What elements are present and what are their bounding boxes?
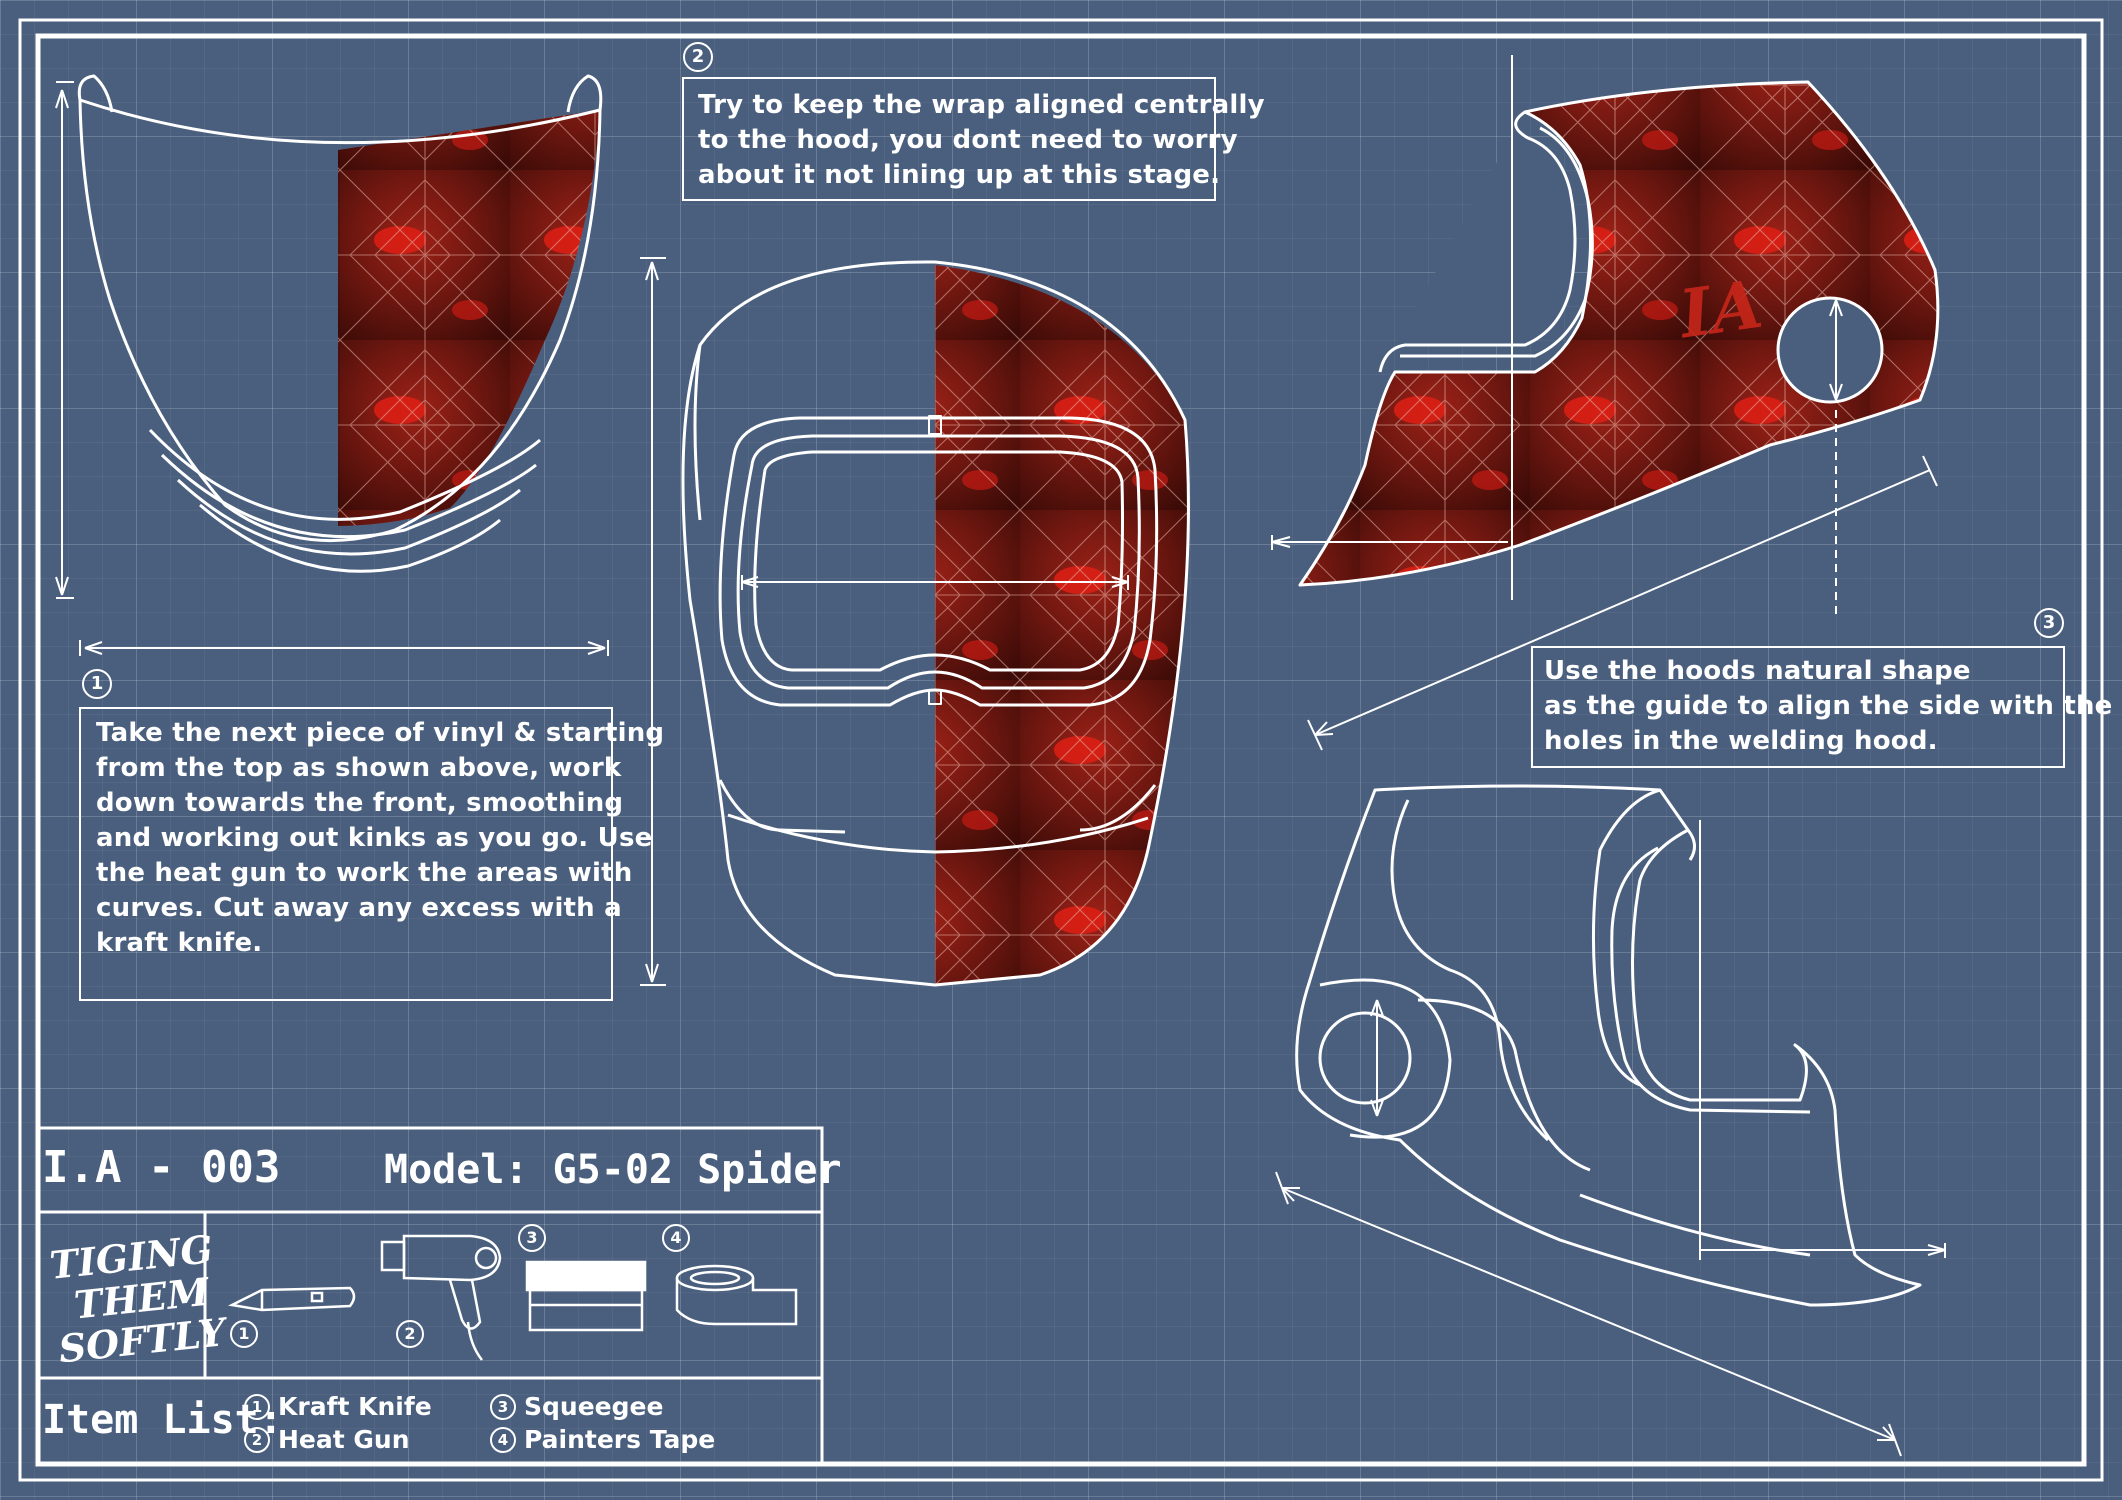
side-wrap bbox=[1298, 80, 1940, 587]
dimension-lines-center bbox=[640, 257, 1129, 986]
note-line: Take the next piece of vinyl & starting bbox=[96, 718, 665, 748]
kraft-knife-icon bbox=[228, 1286, 356, 1312]
hood-side-view-wrapped bbox=[1298, 80, 1940, 587]
side-hole bbox=[1776, 296, 1884, 404]
note-step3-box bbox=[1531, 646, 2065, 768]
tool-number-3: 3 bbox=[518, 1224, 546, 1252]
brand-logo: TIGING THEM SOFTLY bbox=[48, 1226, 228, 1371]
note-step2-box bbox=[682, 77, 1216, 201]
note-line: and working out kinks as you go. Use bbox=[96, 823, 653, 853]
front-wrap-half bbox=[935, 265, 1189, 985]
step2-number: 2 bbox=[683, 42, 713, 72]
title-block-frame bbox=[38, 1126, 824, 1464]
hood-side-view-outline bbox=[1295, 784, 1922, 1307]
squeegee-icon bbox=[525, 1260, 647, 1332]
note-line: as the guide to align the side with the bbox=[1544, 691, 2113, 721]
note-step1: Take the next piece of vinyl & starting … bbox=[96, 716, 664, 961]
note-line: down towards the front, smoothing bbox=[96, 788, 624, 818]
model-name: Model: G5-02 Spider bbox=[384, 1147, 842, 1193]
drawing-code: I.A - 003 bbox=[42, 1142, 281, 1193]
dimension-lines-top-right bbox=[1271, 55, 1938, 751]
dimension-lines-bottom-right bbox=[1275, 820, 1946, 1457]
wrap-lettering: IA bbox=[1674, 264, 1768, 354]
note-line: Use the hoods natural shape bbox=[1544, 656, 1971, 686]
note-line: Try to keep the wrap aligned centrally bbox=[698, 90, 1265, 120]
note-line: kraft knife. bbox=[96, 928, 263, 958]
tool-number-2: 2 bbox=[396, 1320, 424, 1348]
note-line: about it not lining up at this stage. bbox=[698, 160, 1221, 190]
hood-front-view bbox=[681, 260, 1190, 987]
step3-number: 3 bbox=[2034, 608, 2064, 638]
visor-wrap-half bbox=[338, 110, 600, 526]
tool-number-1: 1 bbox=[230, 1320, 258, 1348]
note-line: holes in the welding hood. bbox=[1544, 726, 1938, 756]
heat-gun-icon bbox=[380, 1234, 502, 1361]
note-line: the heat gun to work the areas with bbox=[96, 858, 633, 888]
painters-tape-icon bbox=[675, 1264, 798, 1326]
note-step2: Try to keep the wrap aligned centrally t… bbox=[698, 88, 1265, 193]
sheet-border bbox=[18, 18, 2104, 1482]
step1-number: 1 bbox=[82, 669, 112, 699]
note-step1-box bbox=[79, 707, 613, 1001]
dimension-lines-top-left bbox=[55, 81, 609, 656]
item-list-label: Item List: bbox=[42, 1397, 283, 1443]
side-hole-outline bbox=[1318, 1011, 1412, 1105]
note-line: curves. Cut away any excess with a bbox=[96, 893, 622, 923]
visor-top-view bbox=[77, 74, 603, 573]
note-line: from the top as shown above, work bbox=[96, 753, 622, 783]
tool-number-4: 4 bbox=[662, 1224, 690, 1252]
note-line: to the hood, you dont need to worry bbox=[698, 125, 1238, 155]
note-step3: Use the hoods natural shape as the guide… bbox=[1544, 654, 2113, 759]
